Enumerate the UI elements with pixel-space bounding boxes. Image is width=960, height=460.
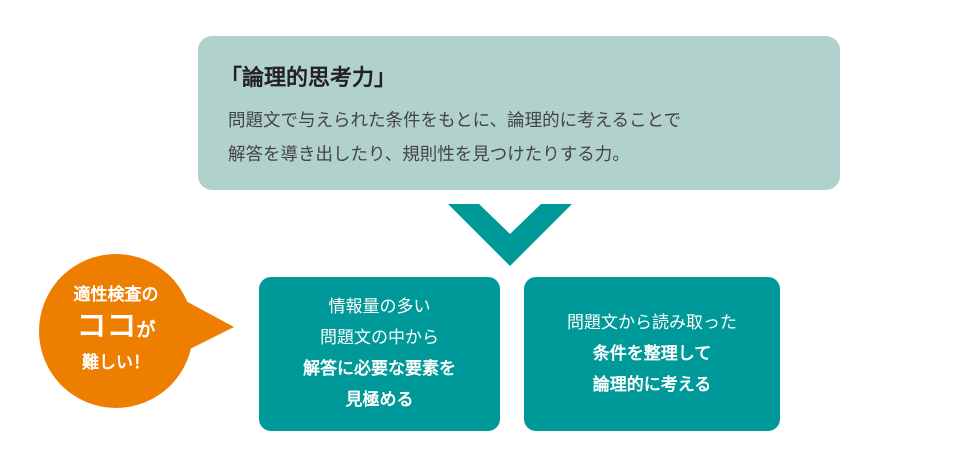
- point-right-line-1: 問題文から読み取った: [567, 312, 737, 333]
- definition-description: 問題文で与えられた条件をもとに、論理的に考えることで 解答を導き出したり、規則性…: [228, 104, 816, 172]
- chevron-down-icon: [448, 204, 572, 266]
- speech-bubble: [39, 254, 234, 408]
- point-left-line-2: 問題文の中から: [320, 328, 439, 348]
- point-right-line-2: 条件を整理して: [592, 343, 712, 364]
- bubble-emphasis: ココ: [76, 309, 137, 344]
- point-right-line-3: 論理的に考える: [592, 374, 712, 395]
- definition-line-1: 問題文で与えられた条件をもとに、論理的に考えることで: [228, 111, 682, 131]
- point-left-line-1: 情報量の多い: [328, 297, 431, 317]
- bubble-line-3: 難しい！: [82, 353, 150, 373]
- definition-line-2: 解答を導き出したり、規則性を見つけたりする力。: [228, 145, 630, 165]
- definition-box: 「論理的思考力」 問題文で与えられた条件をもとに、論理的に考えることで 解答を導…: [198, 36, 840, 190]
- point-left-line-3: 解答に必要な要素を: [303, 359, 456, 379]
- point-left-line-4: 見極める: [345, 390, 414, 410]
- point-box-right: 問題文から読み取った 条件を整理して 論理的に考える: [524, 277, 780, 431]
- point-box-left: 情報量の多い 問題文の中から 解答に必要な要素を 見極める: [259, 277, 500, 431]
- bubble-line-1: 適性検査の: [73, 285, 159, 305]
- speech-bubble-text: 適性検査の ココが 難しい！: [48, 264, 184, 394]
- definition-title: 「論理的思考力」: [220, 66, 397, 91]
- bubble-line-2: ココが: [76, 308, 155, 350]
- bubble-particle: が: [136, 319, 156, 341]
